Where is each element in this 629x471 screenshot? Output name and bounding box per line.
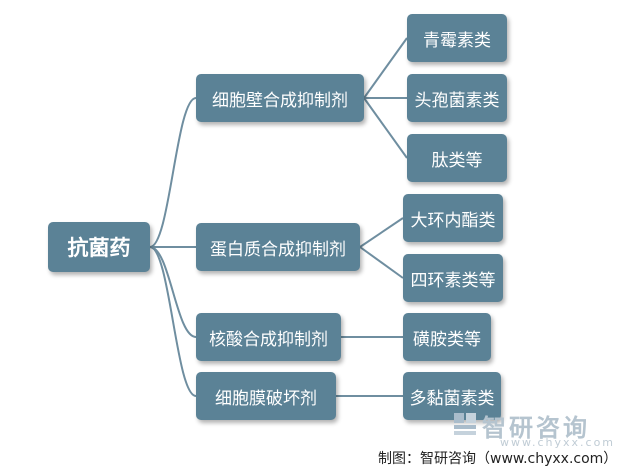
leaf-node-polymyxins: 多黏菌素类 xyxy=(403,372,501,420)
connector-cat-1-to-leaf-0 xyxy=(359,217,404,248)
root-node: 抗菌药 xyxy=(48,222,150,272)
connector-root-to-cat-3 xyxy=(149,246,197,397)
leaf-node-tetracyclines: 四环素类等 xyxy=(403,254,503,302)
leaf-node-peptides: 肽类等 xyxy=(407,134,507,182)
watermark-url: www.chyxx.com xyxy=(500,436,616,449)
leaf-node-macrolides: 大环内酯类 xyxy=(403,194,503,242)
category-node-membrane: 细胞膜破坏剂 xyxy=(196,372,336,420)
connector-cat-1-to-leaf-1 xyxy=(359,246,404,279)
leaf-node-cephalosporins: 头孢菌素类 xyxy=(407,74,507,122)
category-node-nucleic-acid: 核酸合成抑制剂 xyxy=(196,313,341,361)
source-caption: 制图：智研咨询（www.chyxx.com） xyxy=(378,451,618,467)
connector-cat-0-to-leaf-2 xyxy=(363,97,408,159)
connector-root-to-cat-0 xyxy=(149,97,197,248)
leaf-node-sulfonamides: 磺胺类等 xyxy=(403,313,491,361)
category-node-cell-wall: 细胞壁合成抑制剂 xyxy=(196,74,364,122)
watermark-logo-icon xyxy=(454,413,476,435)
connector-cat-0-to-leaf-0 xyxy=(363,37,408,99)
leaf-node-penicillins: 青霉素类 xyxy=(407,14,507,62)
watermark-name: 智研咨询 xyxy=(482,414,590,442)
watermark: 智研咨询 www.chyxx.com xyxy=(452,408,622,449)
category-node-protein: 蛋白质合成抑制剂 xyxy=(196,223,360,271)
